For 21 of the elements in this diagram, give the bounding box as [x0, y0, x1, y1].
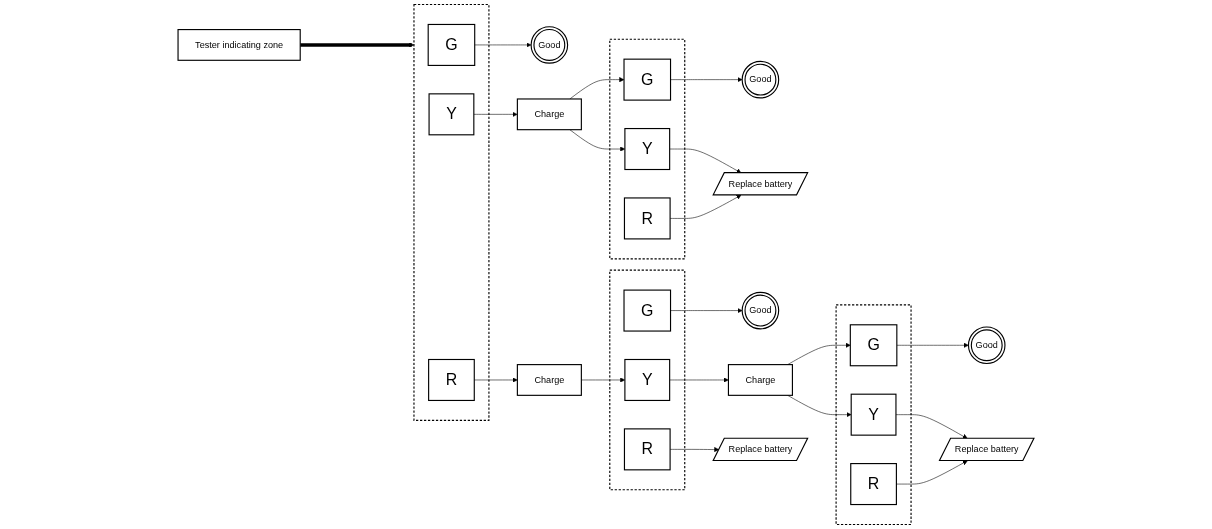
node-box: Charge [516, 98, 582, 131]
node-box: R [623, 197, 671, 240]
node-box: Y [850, 393, 897, 436]
node-box: Y [624, 358, 671, 401]
node-box: R [428, 358, 475, 401]
node-box: Y [624, 128, 671, 171]
node-box: Y [428, 93, 475, 136]
node-box: G [623, 58, 672, 101]
node-box: Charge [727, 364, 793, 396]
cluster [835, 304, 912, 526]
arrow [300, 42, 415, 48]
node-box: G [427, 23, 476, 66]
node-box: R [850, 463, 897, 506]
cluster [609, 269, 686, 491]
node-box: Charge [516, 364, 582, 396]
cluster [413, 4, 490, 421]
node-box: G [623, 289, 672, 332]
node-box: G [849, 324, 898, 367]
node-box: Tester indicating zone [177, 29, 301, 61]
node-box: R [623, 428, 671, 471]
cluster [609, 38, 686, 260]
